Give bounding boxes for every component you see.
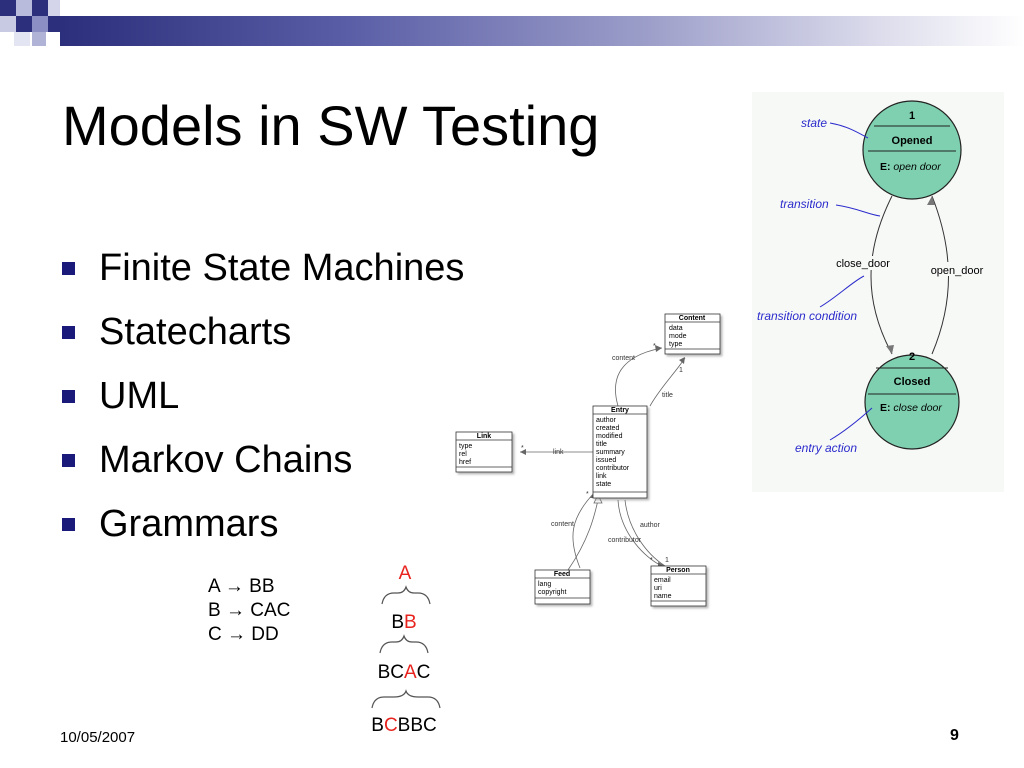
svg-text:href: href bbox=[459, 459, 471, 466]
arrowhead-icon bbox=[886, 345, 894, 354]
grammar-rules: A → BB B → CAC C → DD bbox=[208, 575, 290, 647]
svg-text:Entry: Entry bbox=[611, 407, 629, 414]
svg-text:E: close door: E: close door bbox=[880, 402, 942, 414]
bullet-item: UML bbox=[62, 364, 464, 428]
edge-entry-author bbox=[624, 499, 666, 567]
edge-label: title bbox=[662, 392, 673, 399]
svg-text:name: name bbox=[654, 593, 672, 600]
svg-text:summary: summary bbox=[596, 449, 625, 456]
svg-text:contributor: contributor bbox=[596, 465, 630, 472]
edge-label: * bbox=[586, 491, 589, 498]
svg-text:modified: modified bbox=[596, 433, 623, 440]
brace-icon bbox=[379, 634, 429, 654]
bullet-square-icon bbox=[62, 389, 75, 403]
edge-label: author bbox=[640, 522, 661, 529]
svg-text:author: author bbox=[596, 417, 617, 424]
uml-class-link: Link type rel href bbox=[455, 431, 513, 473]
svg-text:1: 1 bbox=[909, 110, 915, 122]
derivation-step-1: A bbox=[399, 563, 412, 584]
svg-text:type: type bbox=[669, 341, 682, 348]
svg-text:copyright: copyright bbox=[538, 589, 566, 596]
uml-class-content: Content data mode type bbox=[664, 313, 721, 355]
edge-label: contributor bbox=[608, 537, 642, 544]
state-opened: 1 Opened E: open door bbox=[862, 100, 962, 200]
annotation-entry-action-label: entry action bbox=[795, 441, 857, 455]
edge-label: 1 bbox=[679, 367, 683, 374]
svg-text:Closed: Closed bbox=[894, 376, 931, 388]
svg-text:link: link bbox=[596, 473, 607, 480]
uml-class-person: Person email uri name bbox=[650, 565, 707, 607]
slide-title: Models in SW Testing bbox=[62, 94, 600, 157]
state-closed: 2 Closed E: close door bbox=[864, 351, 960, 450]
transition-label: close_door bbox=[836, 258, 890, 270]
svg-text:mode: mode bbox=[669, 333, 687, 340]
edge-label: link bbox=[553, 449, 564, 456]
edge-label: * bbox=[653, 343, 656, 350]
bullet-item: Statecharts bbox=[62, 300, 464, 364]
grammar-rule: C → DD bbox=[208, 624, 279, 645]
svg-text:rel: rel bbox=[459, 451, 467, 458]
svg-text:title: title bbox=[596, 441, 607, 448]
bullet-square-icon bbox=[62, 325, 75, 339]
svg-text:Content: Content bbox=[679, 315, 706, 322]
svg-text:lang: lang bbox=[538, 581, 551, 588]
bullet-item: Markov Chains bbox=[62, 428, 464, 492]
edge-label: * bbox=[521, 445, 524, 452]
derivation-tree: A BB BCAC BCBBC bbox=[371, 563, 441, 736]
uml-class-diagram: content title link content author contri… bbox=[455, 313, 721, 607]
svg-text:Link: Link bbox=[477, 433, 491, 440]
uml-class-entry: Entry author created modified title summ… bbox=[592, 405, 648, 499]
edge-entry-contributor bbox=[617, 499, 663, 567]
bullet-square-icon bbox=[62, 517, 75, 531]
edge-feed-content bbox=[572, 491, 596, 569]
annotation-transition-label: transition bbox=[780, 197, 829, 211]
grammar-rule: B → CAC bbox=[208, 600, 291, 621]
svg-text:type: type bbox=[459, 443, 472, 450]
arrowhead-icon bbox=[927, 196, 935, 205]
grammar-rule: A → BB bbox=[208, 576, 275, 597]
edge-label: content bbox=[612, 355, 635, 362]
svg-text:Person: Person bbox=[666, 567, 690, 574]
header-gradient-bar bbox=[60, 16, 1024, 46]
svg-text:created: created bbox=[596, 425, 619, 432]
bullet-square-icon bbox=[62, 453, 75, 467]
bullet-list: Finite State Machines Statecharts UML Ma… bbox=[62, 236, 464, 556]
transition-open-door bbox=[931, 195, 949, 355]
derivation-step-2: BB bbox=[391, 612, 416, 633]
uml-class-feed: Feed lang copyright bbox=[534, 569, 591, 605]
svg-text:state: state bbox=[596, 481, 611, 488]
transition-label: open_door bbox=[931, 265, 984, 277]
svg-text:uri: uri bbox=[654, 585, 662, 592]
transition-close-door bbox=[870, 195, 893, 355]
annotation-transition-condition-label: transition condition bbox=[757, 309, 857, 323]
state-machine-diagram: 1 Opened E: open door 2 Closed E: close … bbox=[752, 92, 1004, 492]
brace-icon bbox=[381, 585, 431, 605]
bullet-item: Finite State Machines bbox=[62, 236, 464, 300]
svg-text:email: email bbox=[654, 577, 671, 584]
svg-text:Opened: Opened bbox=[892, 135, 933, 147]
svg-text:issued: issued bbox=[596, 457, 616, 464]
bullet-square-icon bbox=[62, 261, 75, 275]
edge-label: * bbox=[650, 557, 653, 564]
edge-feed-entry bbox=[567, 499, 599, 571]
edge-label: content bbox=[551, 521, 574, 528]
svg-text:data: data bbox=[669, 325, 683, 332]
bullet-item: Grammars bbox=[62, 492, 464, 556]
svg-text:2: 2 bbox=[909, 351, 915, 363]
brace-icon bbox=[371, 689, 441, 709]
edge-entry-content bbox=[615, 347, 663, 407]
derivation-step-4: BCBBC bbox=[371, 715, 437, 736]
footer-date: 10/05/2007 bbox=[60, 729, 136, 746]
derivation-step-3: BCAC bbox=[378, 662, 431, 683]
svg-text:E: open door: E: open door bbox=[880, 161, 941, 173]
edge-label: 1 bbox=[665, 557, 669, 564]
page-number: 9 bbox=[950, 727, 959, 744]
svg-text:Feed: Feed bbox=[554, 571, 570, 578]
annotation-state-label: state bbox=[801, 116, 827, 130]
